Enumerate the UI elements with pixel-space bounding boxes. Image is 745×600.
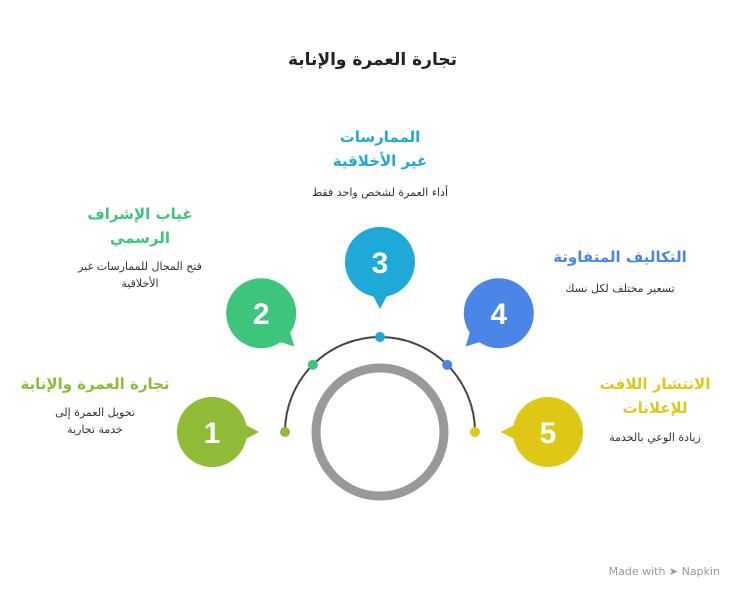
- step-number: 3: [372, 247, 389, 280]
- step-number: 4: [490, 298, 507, 331]
- step-desc: زيادة الوعي بالخدمة: [609, 431, 701, 444]
- step-2-text: غياب الإشراف الرسمي فتح المجال للممارسات…: [65, 202, 215, 292]
- step-title: غياب الإشراف الرسمي: [87, 205, 193, 247]
- step-title: الممارسات غير الأخلاقية: [332, 128, 428, 170]
- arc-dot: [470, 427, 480, 437]
- bubble-circle: [345, 227, 415, 297]
- step-number: 2: [253, 298, 270, 331]
- step-number: 1: [204, 417, 221, 450]
- step-4-text: التكاليف المتفاوتة تسعير مختلف لكل نسك: [545, 245, 695, 297]
- bubble-circle: [463, 278, 534, 349]
- step-desc: تحويل العمرة إلى خدمة تجارية: [55, 406, 135, 436]
- step-3-text: الممارسات غير الأخلاقية أداء العمرة لشخص…: [305, 125, 455, 201]
- napkin-branding[interactable]: Made with ➤ Napkin: [608, 565, 720, 578]
- step-1-text: تجارة العمرة والإنابة تحويل العمرة إلى خ…: [10, 372, 180, 438]
- step-desc: فتح المجال للممارسات غير الأخلاقية: [78, 260, 202, 290]
- step-5-bubble: 5: [470, 397, 583, 467]
- step-1-bubble: 1: [177, 397, 290, 467]
- step-3-bubble: 3: [345, 227, 415, 342]
- step-5-text: الانتشار اللافت للإعلانات زيادة الوعي با…: [590, 372, 720, 446]
- bubble-circle: [177, 397, 247, 467]
- bubble-circle: [513, 397, 583, 467]
- bubble-circle: [226, 278, 297, 349]
- step-desc: تسعير مختلف لكل نسك: [565, 282, 675, 295]
- arc-dot: [280, 427, 290, 437]
- arc-dot: [307, 359, 318, 370]
- center-ring: [311, 363, 449, 501]
- step-title: الانتشار اللافت للإعلانات: [599, 375, 711, 417]
- step-desc: أداء العمرة لشخص واحد فقط: [311, 186, 449, 199]
- arc-dot: [442, 359, 453, 370]
- step-number: 5: [540, 417, 557, 450]
- step-title: التكاليف المتفاوتة: [553, 248, 687, 266]
- step-2-bubble: 2: [226, 278, 318, 370]
- step-4-bubble: 4: [442, 278, 534, 370]
- diagram-title: تجارة العمرة والإنابة: [287, 50, 457, 70]
- step-title: تجارة العمرة والإنابة: [20, 375, 170, 393]
- arc-dot: [375, 332, 385, 342]
